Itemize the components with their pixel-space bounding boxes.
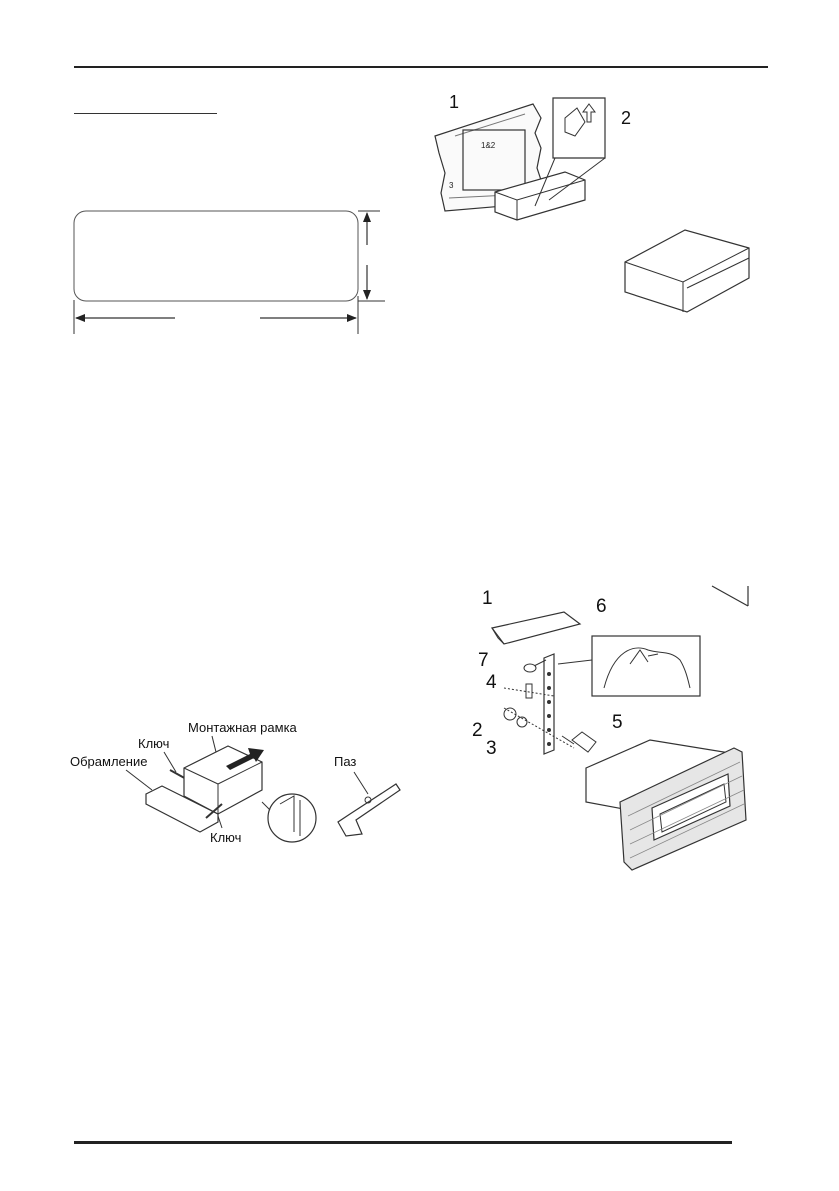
- strap-hole-2: [547, 686, 551, 690]
- figure-label-1: 1: [449, 92, 459, 112]
- strap-hole-1: [547, 672, 551, 676]
- key-bottom-tool: [205, 803, 223, 819]
- head-unit: [624, 229, 750, 313]
- label-groove: Паз: [334, 754, 356, 769]
- corner-edge: [711, 585, 749, 607]
- strap-hole-6: [547, 742, 551, 746]
- dashboard-insertion-figure: 1 2 1&2 3: [434, 92, 750, 313]
- bracket-label-2: 2: [472, 720, 483, 741]
- trim-ring: [145, 785, 219, 833]
- bending-tab-hand: [564, 107, 586, 137]
- strap-hole-4: [547, 714, 551, 718]
- dashboard-lip-edge: [491, 627, 505, 645]
- bolt-4: [525, 683, 533, 699]
- strap-hole-3: [547, 700, 551, 704]
- insertion-arrow: [226, 748, 264, 770]
- mounting-frame-figure: Монтажная рамка Ключ Обрамление Ключ Паз: [70, 720, 401, 845]
- bracket-label-3: 3: [486, 738, 497, 759]
- bracket-label-4: 4: [486, 672, 497, 693]
- figure-small-label-a: 1&2: [481, 141, 496, 150]
- leader-trim: [125, 769, 153, 791]
- magnifier-link: [261, 801, 271, 811]
- release-key-tool: [337, 783, 401, 837]
- head-unit-edge: [624, 247, 750, 312]
- cutout-outline: [73, 210, 359, 302]
- width-arrow-left: [75, 314, 85, 322]
- width-arrow-right: [347, 314, 357, 322]
- hand-detail: [603, 647, 691, 689]
- height-arrow-down: [363, 290, 371, 300]
- dashboard-ridge-1: [454, 113, 526, 137]
- hand-detail-inset: [591, 635, 701, 697]
- nut-2: [503, 707, 517, 721]
- bracket-label-1: 1: [482, 588, 493, 609]
- mounting-frame-side: [183, 761, 263, 814]
- leader-key-top: [163, 751, 177, 773]
- label-trim: Обрамление: [70, 754, 147, 769]
- label-mounting-frame: Монтажная рамка: [188, 720, 298, 735]
- bezel-texture: [627, 761, 745, 859]
- dashboard-opening: [462, 129, 526, 191]
- bolt-5-shaft: [561, 735, 575, 745]
- bracket-label-5: 5: [612, 712, 623, 733]
- head-unit-front-line: [686, 257, 750, 289]
- bending-tab-arrow: [582, 103, 596, 123]
- magnifier-content: [279, 795, 301, 836]
- leader-frame: [211, 735, 217, 753]
- detail-magnifier: [267, 793, 317, 843]
- mounting-sleeve-edge: [494, 179, 586, 220]
- figure-small-label-b: 3: [449, 181, 454, 190]
- section-underline: [74, 113, 217, 114]
- bezel-inner: [659, 783, 727, 833]
- inset-link: [557, 659, 593, 665]
- bracket-label-6: 6: [596, 596, 607, 617]
- washer-3: [516, 716, 528, 728]
- figure-label-2: 2: [621, 108, 631, 128]
- top-rule: [74, 66, 768, 68]
- bottom-rule: [74, 1141, 732, 1144]
- strap-hole-5: [547, 728, 551, 732]
- inset-pointer-2: [548, 157, 606, 201]
- bolt-5: [571, 731, 597, 753]
- bolt-axis: [503, 687, 555, 697]
- label-key-top: Ключ: [138, 736, 169, 751]
- bracket-label-7: 7: [478, 650, 489, 671]
- strap-bend: [533, 659, 547, 667]
- inset-pointer-1: [534, 157, 556, 207]
- key-groove: [364, 796, 372, 804]
- dashboard-lip: [490, 611, 582, 645]
- bracket-installation-figure: 1 6 7 4 2 3 5: [472, 585, 749, 871]
- cutout-dimension-diagram: [73, 210, 385, 334]
- label-key-bottom: Ключ: [210, 830, 241, 845]
- height-arrow-up: [363, 212, 371, 222]
- washer-7: [523, 663, 537, 673]
- leader-groove: [353, 771, 369, 795]
- fastener-axis: [503, 707, 575, 749]
